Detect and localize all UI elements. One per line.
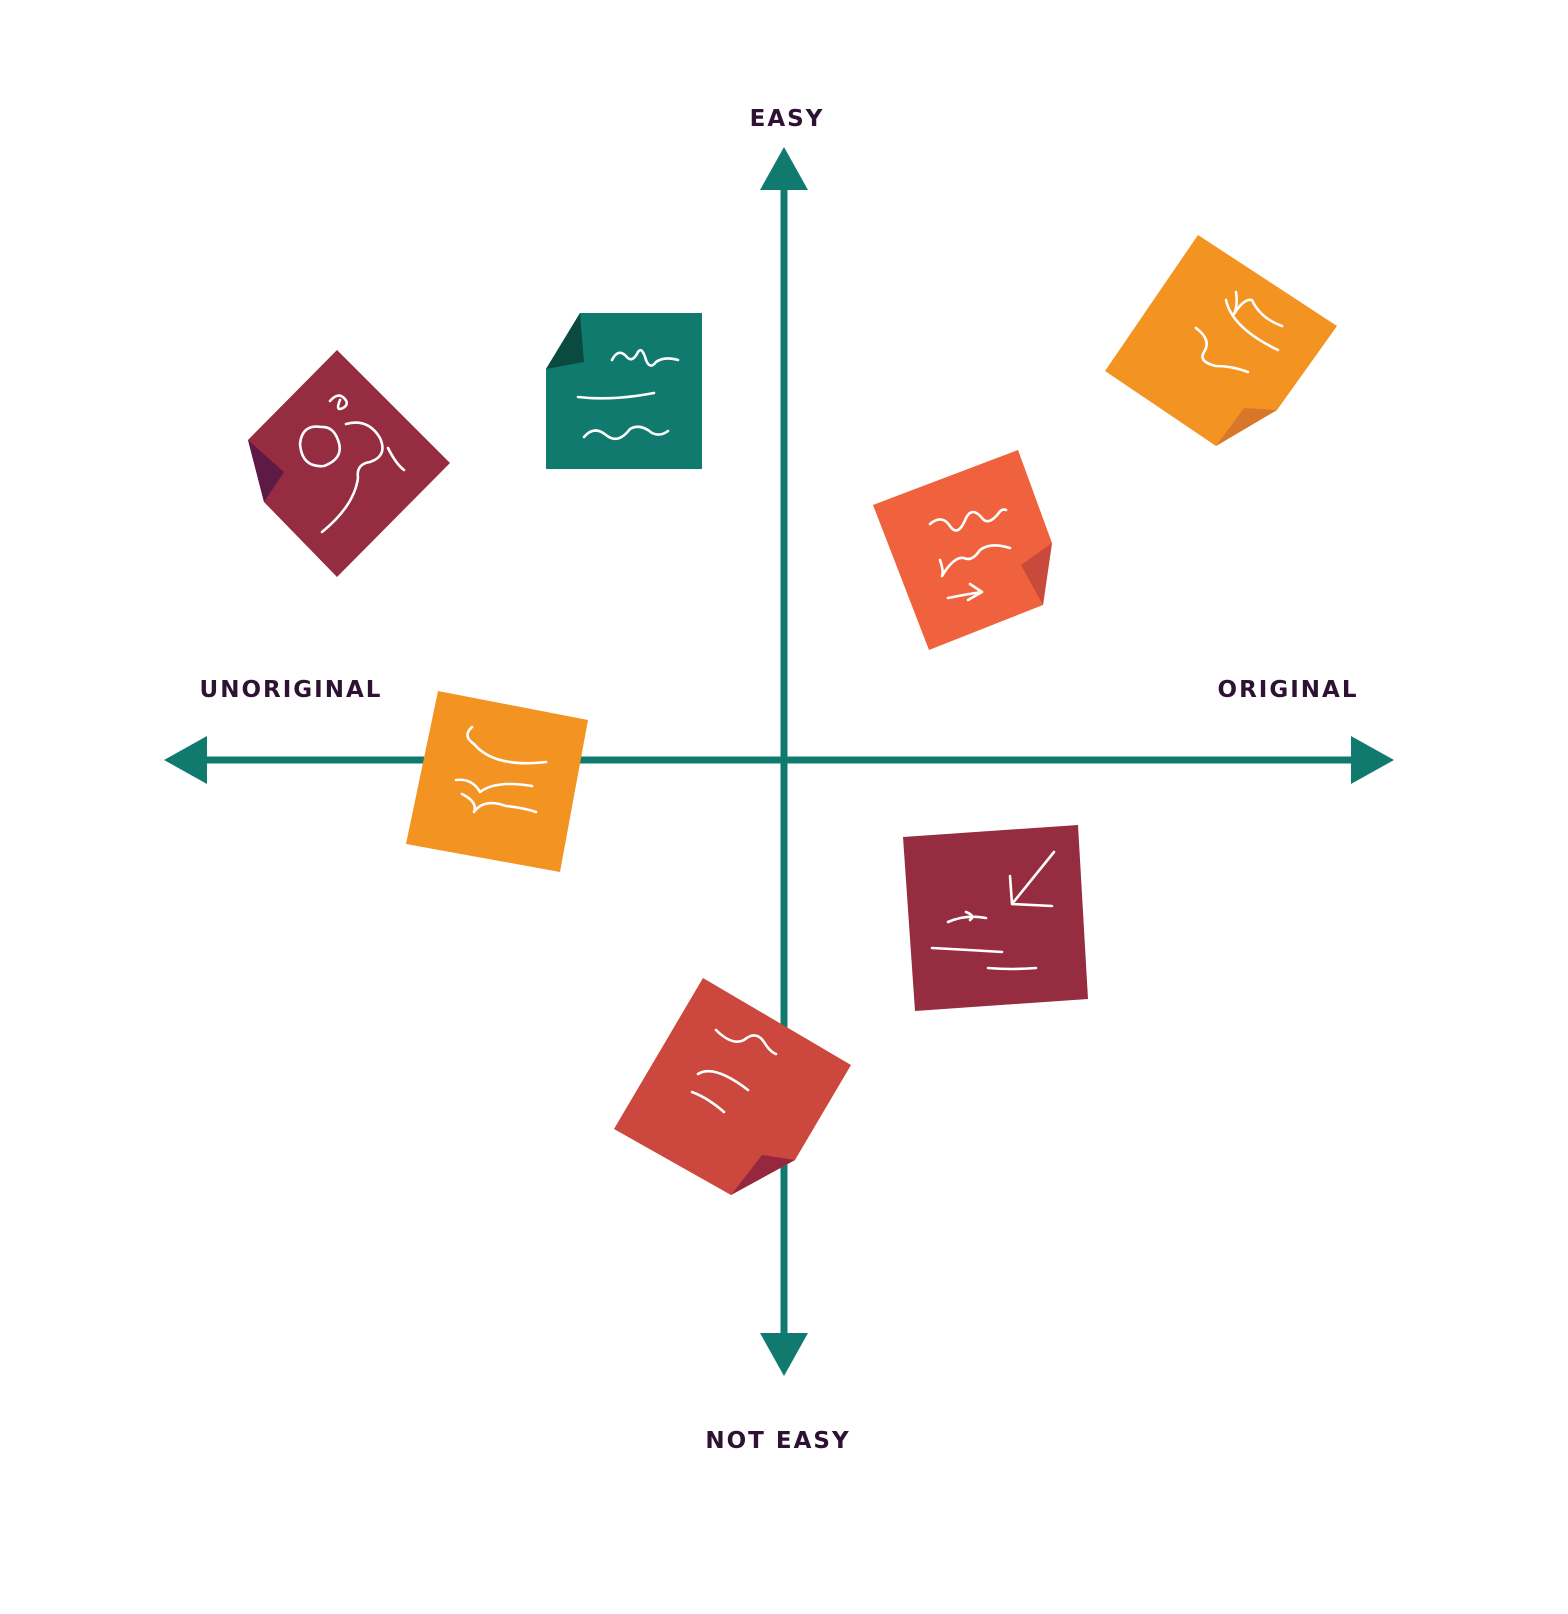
arrow-up-icon xyxy=(760,147,808,190)
scribble-marks xyxy=(690,1028,778,1114)
curled-corner-fold xyxy=(1021,543,1052,605)
axis-label-not-easy: NOT EASY xyxy=(705,1428,850,1454)
scribble-marks xyxy=(454,725,548,814)
scribble-marks xyxy=(1194,290,1284,374)
arrow-left-icon xyxy=(164,736,207,784)
sticky-note-coral-upper-right xyxy=(873,450,1052,650)
axis-label-unoriginal: UNORIGINAL xyxy=(200,677,383,703)
sticky-note-teal-upper-left xyxy=(546,313,702,469)
curled-corner-fold xyxy=(731,1155,795,1195)
curled-corner-fold xyxy=(546,313,584,369)
curled-corner-fold xyxy=(1216,408,1277,446)
arrow-right-icon xyxy=(1351,736,1394,784)
axis-label-original: ORIGINAL xyxy=(1218,677,1359,703)
scribble-marks xyxy=(930,850,1056,971)
scribble-marks xyxy=(928,508,1012,602)
curled-corner-fold xyxy=(248,440,284,502)
sticky-note-wine-lower-right xyxy=(903,825,1088,1011)
sticky-note-brick-on-bottom-axis xyxy=(614,978,851,1195)
scribble-marks xyxy=(298,394,406,534)
axis-label-easy: EASY xyxy=(750,106,825,132)
arrow-down-icon xyxy=(760,1333,808,1376)
sticky-note-orange-upper-right xyxy=(1105,235,1337,446)
sticky-note-plum-upper-left xyxy=(248,350,450,577)
sticky-note-orange-on-left-axis xyxy=(406,691,588,872)
scribble-marks xyxy=(576,348,680,441)
